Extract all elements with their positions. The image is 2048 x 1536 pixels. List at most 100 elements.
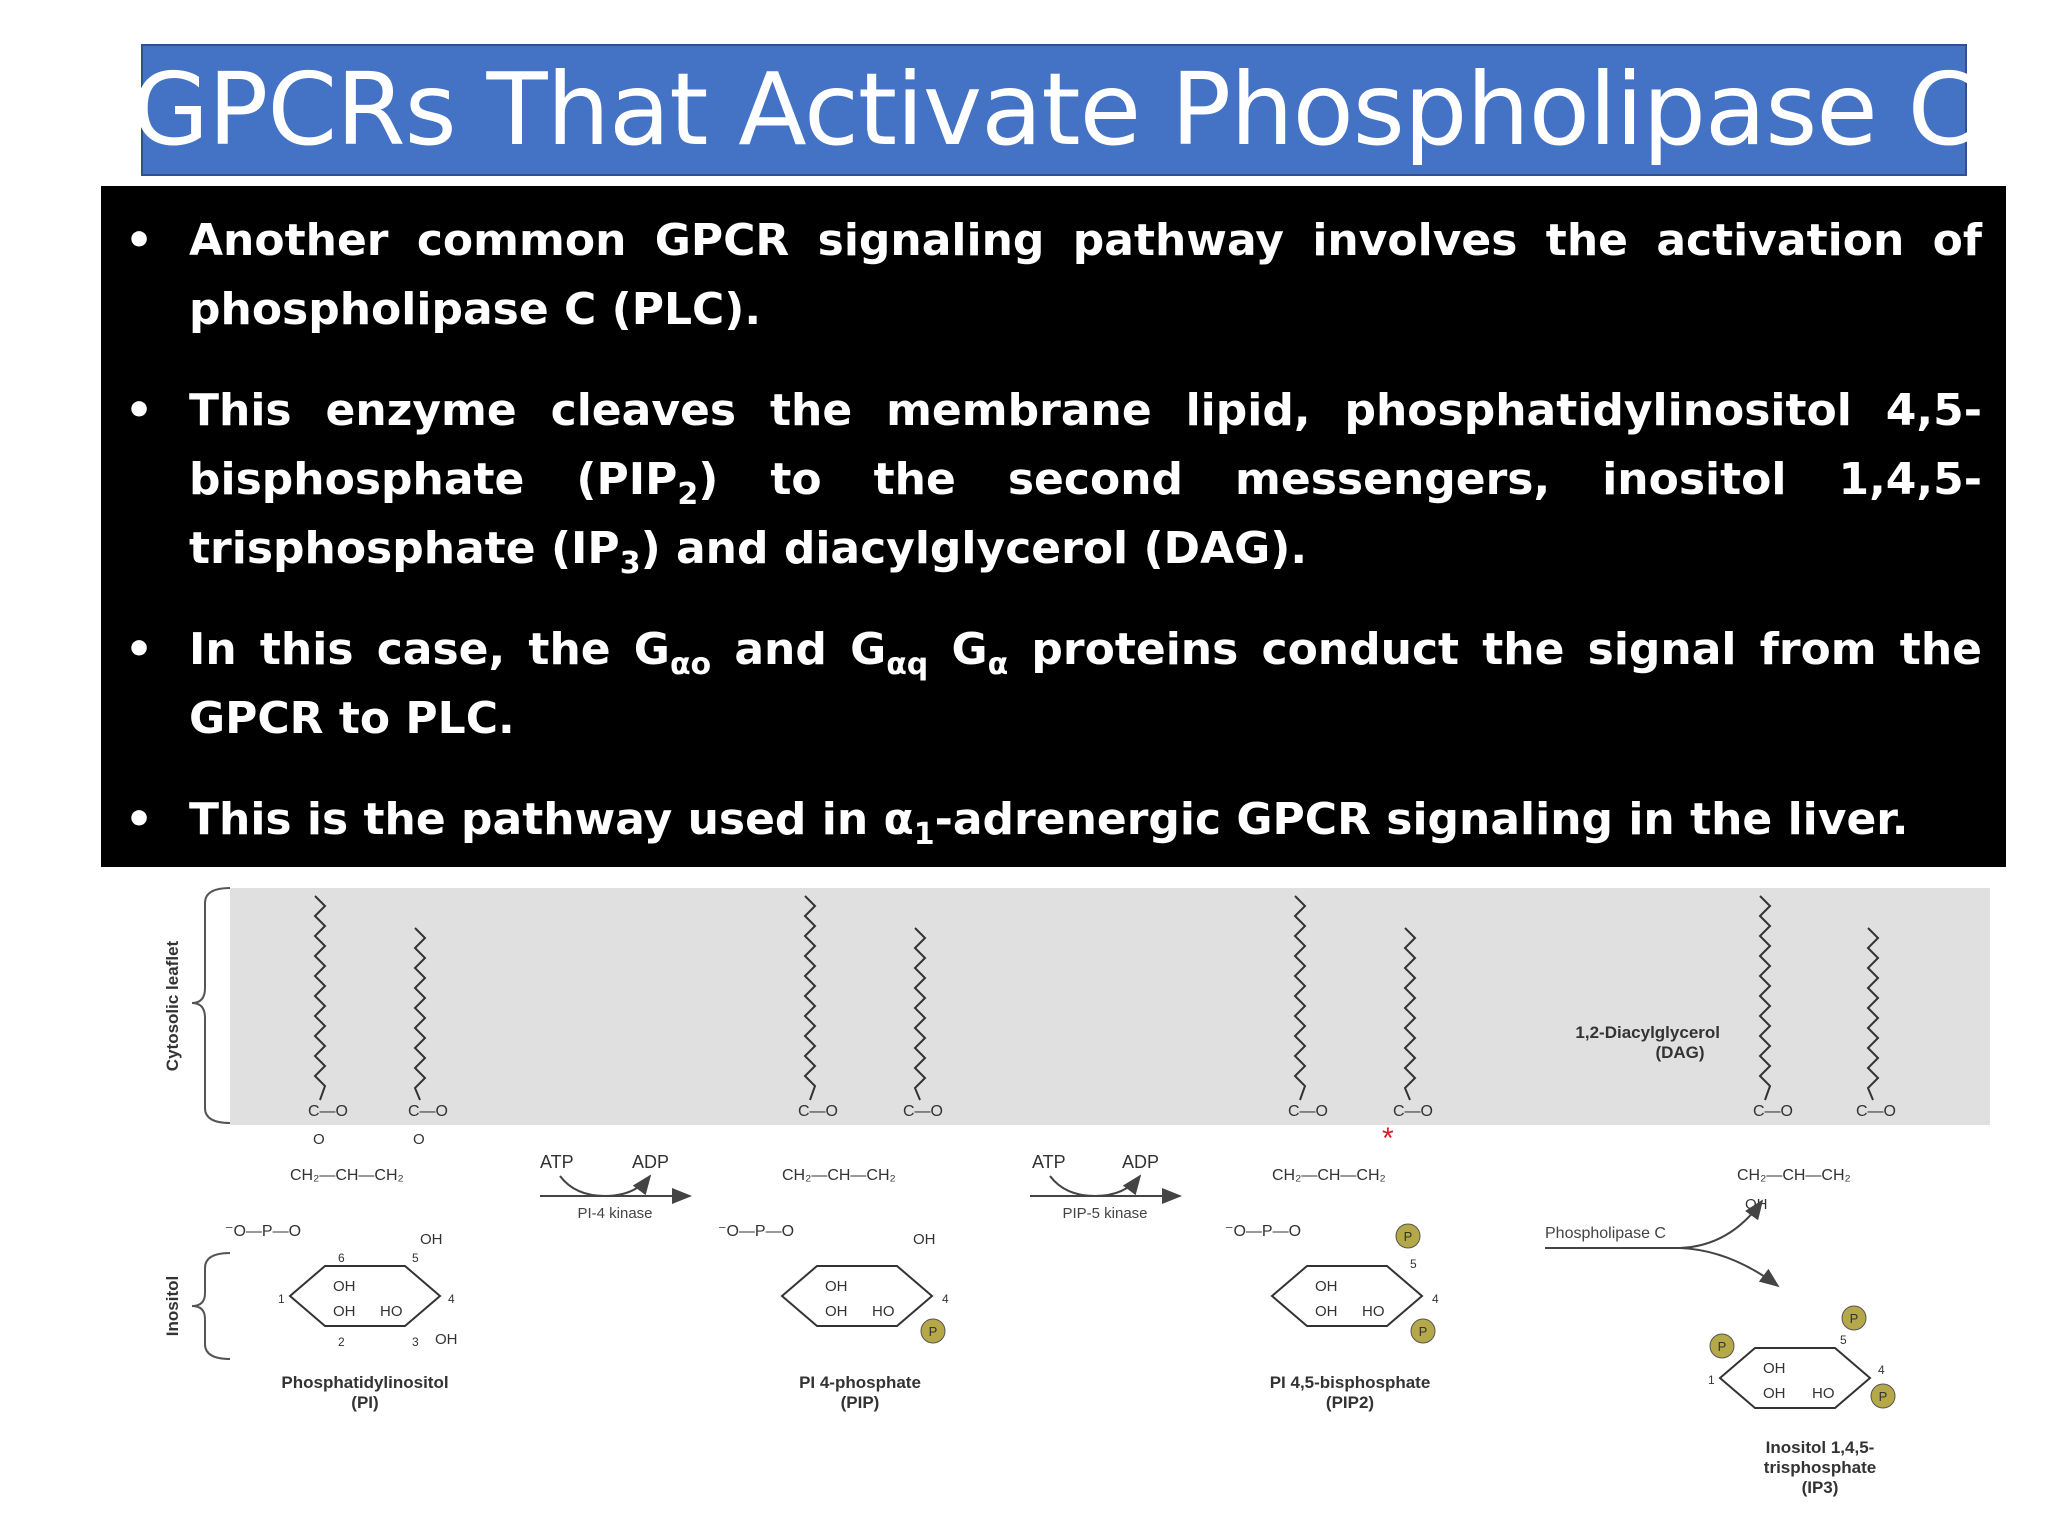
carbonyl-label: C—O [1856,1103,1896,1120]
plc-label: Phospholipase C [1545,1225,1666,1242]
cleavage-mark: * [1382,1122,1394,1155]
phosphate-group-label: P [1850,1311,1859,1326]
bullet-text: and G [711,624,887,675]
bullet-text: proteins conduct the signal from the GPC… [189,624,1983,744]
ring-number: 4 [1878,1363,1885,1377]
compound-abbr: (PI) [351,1393,378,1412]
bullet-text: -adrenergic GPCR signaling in the liver. [934,794,1909,845]
phosphate-group-label: P [1879,1389,1888,1404]
bullet-item: This enzyme cleaves the membrane lipid, … [125,376,1982,583]
title-banner: GPCRs That Activate Phospholipase C [132,44,1977,176]
phosphate-group-label: P [929,1324,938,1339]
inositol-ring [780,1265,934,1327]
slide-title: GPCRs That Activate Phospholipase C [131,51,1978,168]
ring-number: 1 [1708,1373,1715,1387]
bullet-text: This is the pathway used in α [189,794,914,845]
phosphate-group [1841,1305,1867,1331]
step-arrow-1: ATP ADP PI-4 kinase [540,1152,692,1222]
compound-name: Inositol 1,4,5- [1766,1438,1875,1457]
carbonyl-label: C—O [1288,1103,1328,1120]
bullet-box: Another common GPCR signaling pathway in… [101,186,2006,867]
atp-label: ATP [1032,1152,1066,1172]
ho-label: HO [1362,1303,1385,1320]
oh-label: OH [333,1278,356,1295]
oh-label: OH [825,1303,848,1320]
glycerol-label: CH₂—CH—CH₂ [1737,1167,1851,1184]
adp-label: ADP [632,1152,669,1172]
inositol-ring [1718,1347,1872,1409]
pip2-structure: C—O C—O * CH₂—CH—CH₂ ⁻O—P—O P OH OH HO P… [1225,895,1439,1412]
oh-label: OH [420,1231,443,1248]
carbonyl-label: C—O [798,1103,838,1120]
oh-label: OH [1315,1303,1338,1320]
ring-number: 3 [412,1335,419,1349]
bullet-text: ) and diacylglycerol (DAG). [640,523,1308,574]
subscript: 1 [913,816,935,852]
ho-label: HO [380,1303,403,1320]
compound-abbr: (IP3) [1802,1478,1839,1497]
ring-number: 5 [1840,1333,1847,1347]
oh-label: OH [1745,1196,1768,1213]
carbonyl-label: C—O [1393,1103,1433,1120]
oh-label: OH [1763,1385,1786,1402]
carbonyl-label: C—O [408,1103,448,1120]
ring-number: 4 [448,1292,455,1306]
phosphate-label: ⁻O—P—O [718,1223,794,1240]
oh-label: OH [333,1303,356,1320]
bullet-text: ) to the second messengers, inositol 1,4… [189,454,1983,574]
ring-number: 6 [338,1251,345,1265]
phosphate-group [920,1318,946,1344]
dag-structure: 1,2-Diacylglycerol (DAG) C—O C—O CH₂—CH—… [1575,895,1896,1213]
bullet-text: G [928,624,988,675]
bullet-item: Another common GPCR signaling pathway in… [125,206,1982,344]
phosphate-group [1709,1333,1735,1359]
carbonyl-label: C—O [308,1103,348,1120]
phosphate-group-label: P [1419,1324,1428,1339]
adp-label: ADP [1122,1152,1159,1172]
phosphate-label: ⁻O—P—O [1225,1223,1301,1240]
ring-number: 4 [942,1292,949,1306]
enzyme-label: PIP-5 kinase [1062,1205,1147,1222]
glycerol-label: CH₂—CH—CH₂ [782,1167,896,1184]
atp-label: ATP [540,1152,574,1172]
inositol-ring [288,1265,442,1327]
plc-arrow: Phospholipase C [1545,1199,1780,1288]
subscript: αo [669,646,712,682]
step-arrow-2: ATP ADP PIP-5 kinase [1030,1152,1182,1222]
bullet-text: This enzyme cleaves the membrane lipid, … [189,385,1982,505]
compound-abbr: (PIP2) [1326,1393,1374,1412]
ip3-structure: P P P OH OH HO 1 5 4 Inositol 1,4,5- tri… [1708,1305,1896,1497]
phosphate-label: ⁻O—P—O [225,1223,301,1240]
enzyme-label: PI-4 kinase [577,1205,652,1222]
oh-label: OH [435,1331,458,1348]
cytosolic-label: Cytosolic leaflet [163,940,182,1071]
dag-label: 1,2-Diacylglycerol [1575,1023,1720,1042]
bullet-text: In this case, the G [189,624,670,675]
ring-number: 4 [1432,1292,1439,1306]
ring-number: 5 [412,1251,419,1265]
inositol-label: Inositol [163,1276,182,1336]
subscript: 2 [677,476,699,512]
carbonyl-label: C—O [1753,1103,1793,1120]
inositol-ring [1270,1265,1424,1327]
compound-name: PI 4-phosphate [799,1373,921,1392]
cytosolic-bracket: Cytosolic leaflet [163,887,231,1124]
oh-label: OH [825,1278,848,1295]
oh-label: OH [913,1231,936,1248]
compound-name: trisphosphate [1764,1458,1876,1477]
phosphate-group [1395,1223,1421,1249]
ring-number: 1 [278,1292,285,1306]
glycerol-label: CH₂—CH—CH₂ [290,1167,404,1184]
bullet-text: Another common GPCR signaling pathway in… [189,215,1982,335]
subscript: 3 [619,545,641,581]
phosphate-group-label: P [1404,1229,1413,1244]
dag-label: (DAG) [1655,1043,1704,1062]
ring-number: 5 [1410,1257,1417,1271]
compound-name: PI 4,5-bisphosphate [1270,1373,1431,1392]
carbonyl-label: C—O [903,1103,943,1120]
subscript: α [987,646,1009,682]
ho-label: HO [872,1303,895,1320]
bullet-list: Another common GPCR signaling pathway in… [125,206,1982,854]
inositol-bracket: Inositol [163,1252,231,1360]
ring-number: 2 [338,1335,345,1349]
